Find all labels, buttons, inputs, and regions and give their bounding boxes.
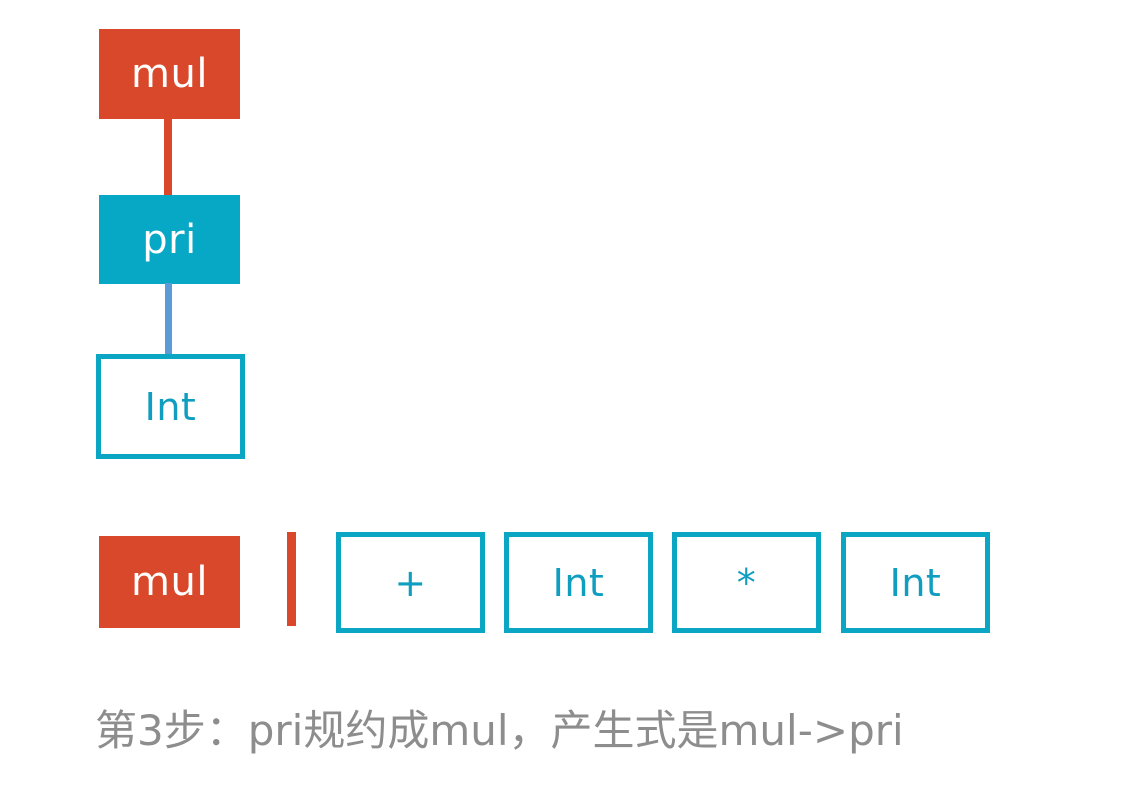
input-token-plus: + — [336, 532, 485, 633]
input-token-star: * — [672, 532, 821, 633]
input-token-int-2: Int — [841, 532, 990, 633]
tree-edge-pri-int — [165, 283, 172, 355]
stack-input-separator — [287, 532, 296, 626]
tree-node-int: Int — [96, 354, 245, 459]
stack-item-mul: mul — [99, 536, 240, 628]
step-caption: 第3步：pri规约成mul，产生式是mul->pri — [95, 706, 904, 755]
tree-edge-mul-pri — [164, 118, 172, 196]
tree-node-mul: mul — [99, 29, 240, 119]
tree-node-pri: pri — [99, 195, 240, 284]
input-token-int-1: Int — [504, 532, 653, 633]
